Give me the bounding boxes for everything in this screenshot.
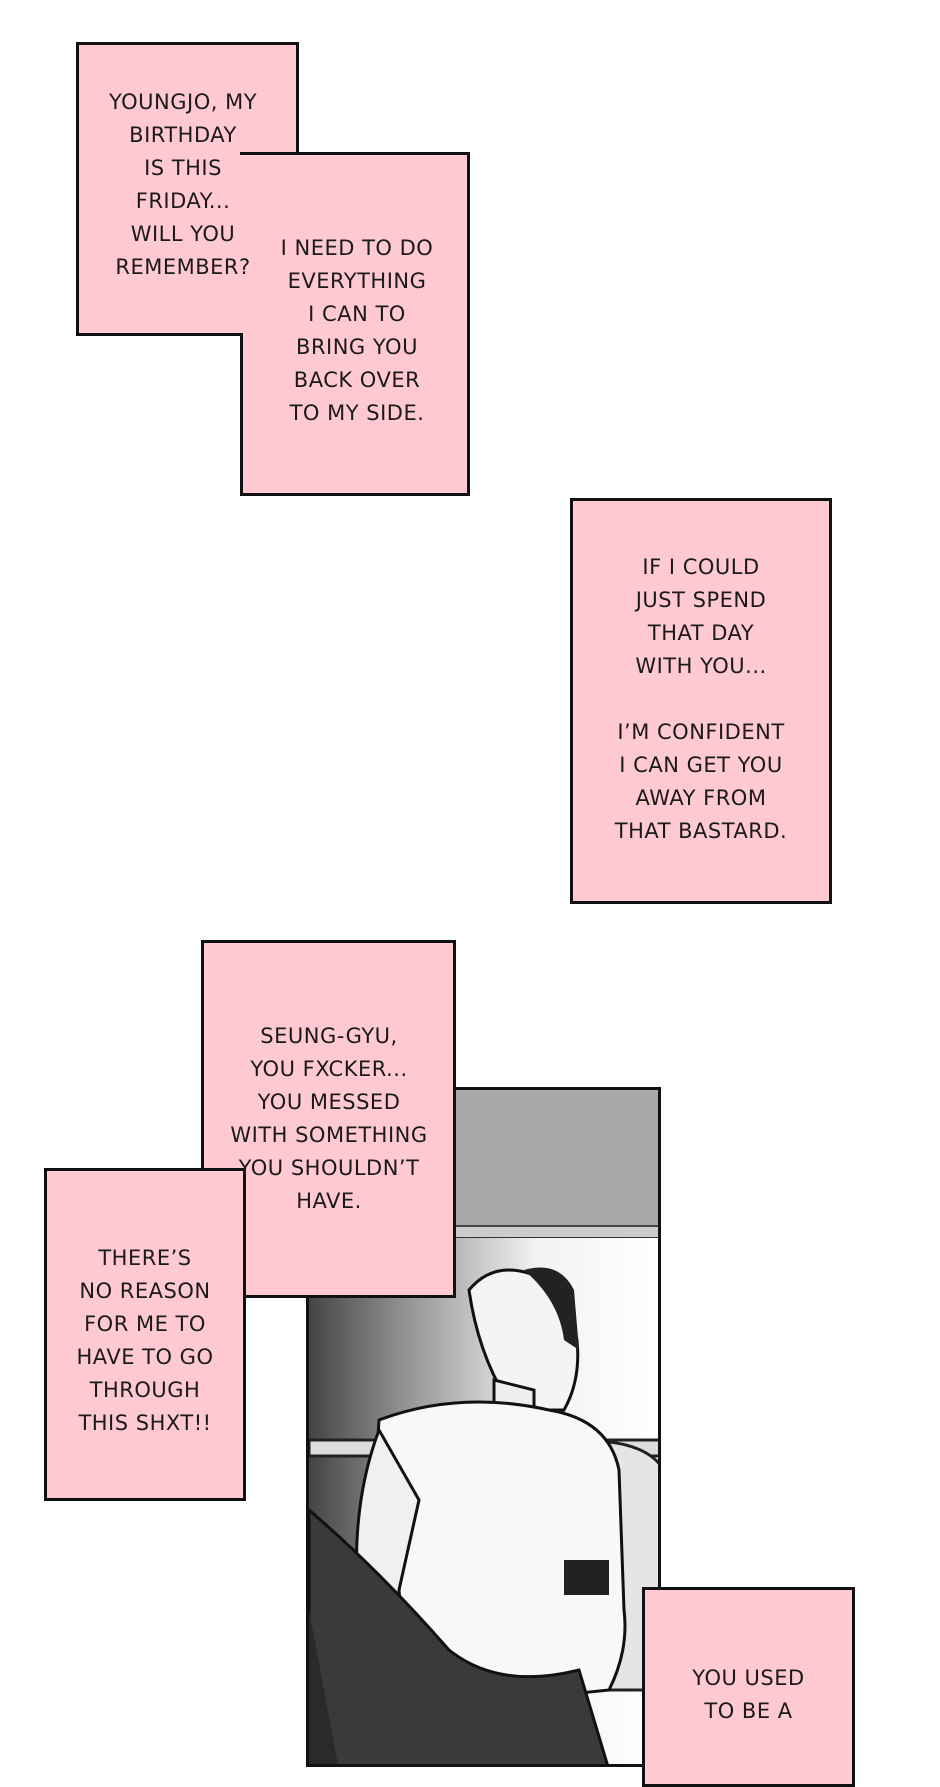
narration-text-4: SEUNG-GYU, YOU FXCKER... YOU MESSED WITH… — [230, 1024, 428, 1213]
narration-text-5: THERE’S NO REASON FOR ME TO HAVE TO GO T… — [76, 1246, 214, 1435]
bubble-merge-fill — [243, 155, 299, 333]
man-illustration — [309, 1267, 658, 1764]
narration-text-6: YOU USED TO BE A — [692, 1666, 805, 1723]
bubble-merge-fill — [204, 1171, 243, 1295]
narration-text-2: I NEED TO DO EVERYTHING I CAN TO BRING Y… — [280, 236, 434, 425]
narration-text-1: YOUNGJO, MY BIRTHDAY IS THIS FRIDAY... W… — [108, 90, 258, 279]
bubble-merge-fill — [79, 155, 243, 333]
narration-box — [570, 498, 832, 904]
narration-text-3: IF I COULD JUST SPEND THAT DAY WITH YOU.… — [614, 555, 788, 843]
